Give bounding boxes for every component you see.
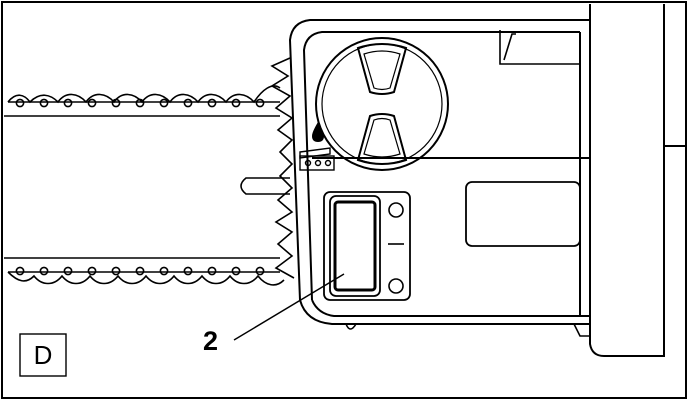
panel-letter: D [34,340,53,370]
callout-leader-line [233,273,345,341]
chain-symbol-icon [299,147,335,171]
guide-bar [4,115,280,259]
vent-slot-upper [499,30,580,65]
side-panel-recess [465,181,581,247]
oil-filler-cap [315,37,449,171]
inspection-window [323,191,411,301]
bar-stud [240,177,290,195]
oil-drop-icon [312,122,324,142]
housing-spikes [270,57,295,279]
saw-chain-lower [7,266,285,286]
housing-bottom-details [345,323,590,337]
rear-handle [589,4,686,357]
panel-letter-box [19,333,67,377]
saw-chain-upper [7,85,281,108]
callout-label-2: 2 [203,326,218,356]
